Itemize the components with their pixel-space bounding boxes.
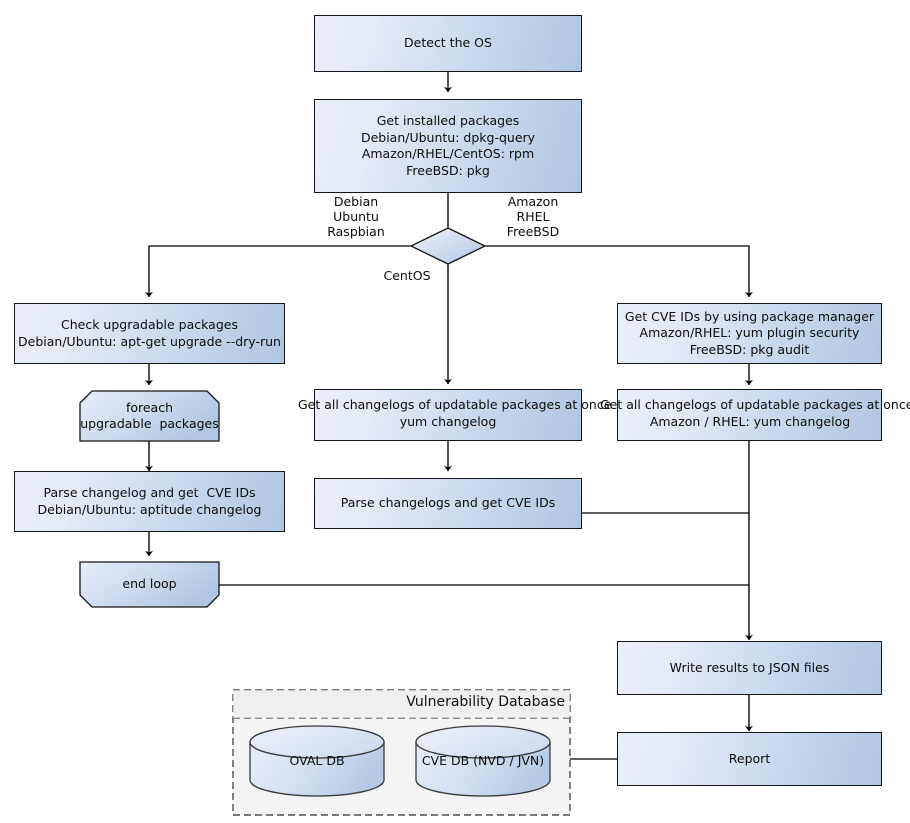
node-parse-changelogs-centos[interactable]: Parse changelogs and get CVE IDs bbox=[314, 478, 582, 529]
node-detect-os[interactable]: Detect the OS bbox=[314, 15, 582, 72]
vulnerability-database-title: Vulnerability Database bbox=[406, 694, 565, 710]
edge-label-debian-branch: Debian Ubuntu Raspbian bbox=[327, 194, 385, 239]
edge-label-centos-branch: CentOS bbox=[383, 268, 431, 283]
node-foreach-loop[interactable]: foreach upgradable packages bbox=[80, 391, 219, 441]
node-get-changelogs-centos[interactable] bbox=[314, 389, 582, 441]
node-foreach-loop-label: foreach upgradable packages bbox=[80, 399, 219, 432]
node-get-changelogs-centos-label: Get all changelogs of updatable packages… bbox=[298, 397, 612, 429]
oval-db-label: OVAL DB bbox=[289, 753, 345, 768]
node-parse-changelog-deb[interactable]: Parse changelog and get CVE IDs Debian/U… bbox=[14, 471, 285, 532]
node-end-loop-label: end loop bbox=[122, 576, 177, 592]
node-get-installed-packages[interactable]: Get installed packages Debian/Ubuntu: dp… bbox=[314, 99, 582, 193]
node-get-installed-packages-label: Get installed packages Debian/Ubuntu: dp… bbox=[360, 113, 536, 178]
cve-db-label: CVE DB (NVD / JVN) bbox=[421, 753, 545, 768]
node-detect-os-label: Detect the OS bbox=[404, 35, 492, 51]
node-get-changelogs-rhel-label: Get all changelogs of updatable packages… bbox=[600, 397, 910, 429]
node-end-loop[interactable]: end loop bbox=[80, 562, 219, 607]
edge-label-amazon-branch: Amazon RHEL FreeBSD bbox=[506, 194, 560, 239]
node-get-changelogs-rhel[interactable] bbox=[617, 389, 882, 441]
node-get-cve-pkgmgr[interactable]: Get CVE IDs by using package manager Ama… bbox=[617, 303, 882, 364]
os-decision-diamond bbox=[409, 227, 487, 265]
node-report[interactable]: Report bbox=[617, 732, 882, 786]
node-parse-changelog-deb-label: Parse changelog and get CVE IDs Debian/U… bbox=[37, 485, 262, 517]
node-check-upgradable[interactable]: Check upgradable packages Debian/Ubuntu:… bbox=[14, 303, 285, 364]
node-get-cve-pkgmgr-label: Get CVE IDs by using package manager Ama… bbox=[624, 308, 875, 357]
edge-decision-right bbox=[485, 245, 753, 298]
node-write-results-label: Write results to JSON files bbox=[669, 659, 830, 675]
node-check-upgradable-label: Check upgradable packages Debian/Ubuntu:… bbox=[18, 317, 281, 349]
node-parse-changelogs-centos-label: Parse changelogs and get CVE IDs bbox=[340, 495, 556, 511]
node-write-results[interactable]: Write results to JSON files bbox=[617, 641, 882, 695]
node-report-label: Report bbox=[728, 750, 771, 766]
